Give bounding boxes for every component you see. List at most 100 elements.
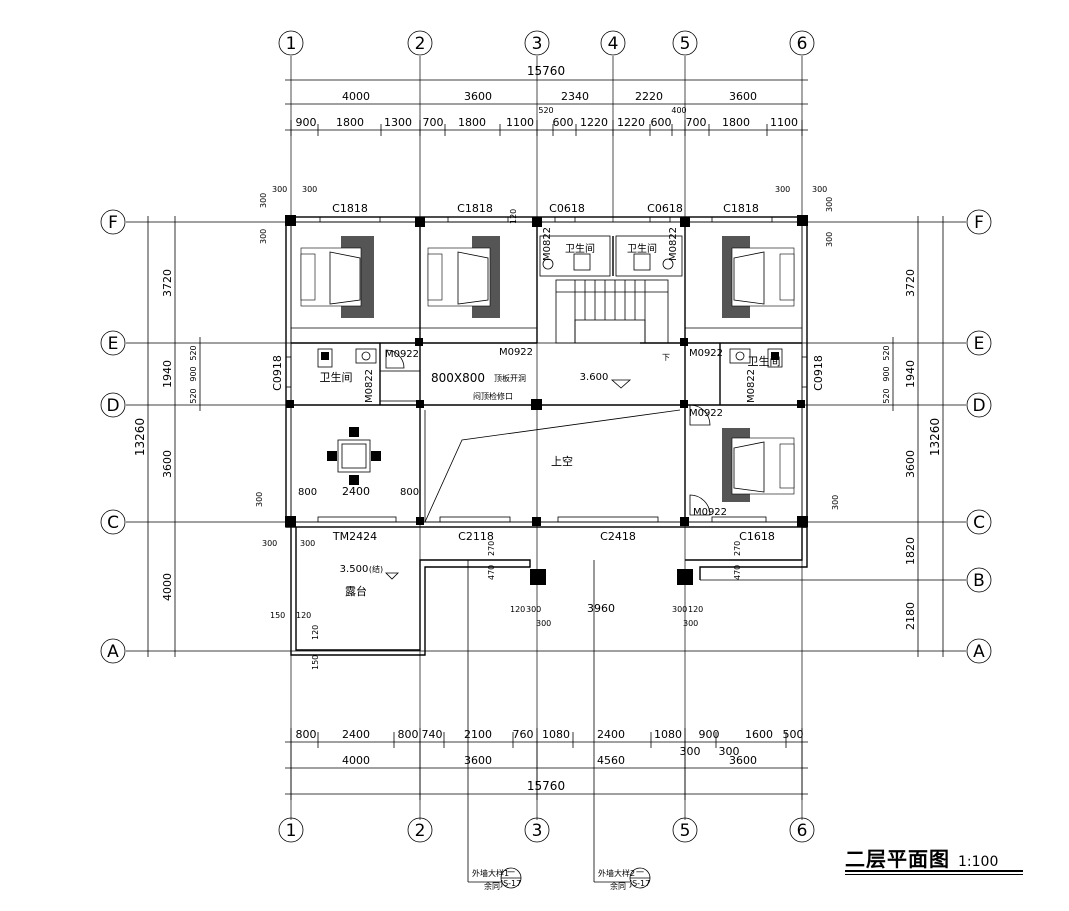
svg-text:520: 520 (882, 345, 891, 360)
top-dimensions: 15760 4000 3600 2340 2220 3600 520 400 9… (285, 64, 808, 136)
svg-text:2400: 2400 (342, 485, 370, 498)
svg-text:1800: 1800 (336, 116, 364, 129)
bed (427, 236, 500, 318)
svg-text:E: E (974, 334, 985, 354)
svg-text:5: 5 (680, 34, 691, 54)
svg-text:300: 300 (302, 185, 317, 194)
stair-direction: 下 (662, 353, 670, 362)
window-symbols (285, 216, 808, 523)
svg-text:1940: 1940 (904, 360, 917, 388)
svg-text:余同: 余同 (610, 881, 626, 891)
axis-bubble: 2 (407, 817, 433, 843)
svg-text:800: 800 (398, 728, 419, 741)
svg-text:E: E (108, 334, 119, 354)
svg-text:300: 300 (775, 185, 790, 194)
svg-text:900: 900 (699, 728, 720, 741)
room-label-terrace: 露台 (345, 584, 367, 598)
svg-text:A: A (973, 642, 985, 662)
svg-text:3600: 3600 (729, 90, 757, 103)
dining-table (327, 427, 381, 485)
svg-text:700: 700 (423, 116, 444, 129)
svg-text:800: 800 (298, 487, 317, 498)
window-label: C1818 (332, 202, 368, 215)
attic-hatch-note: 闷顶检修口 (473, 391, 513, 401)
axis-bubble: C (966, 509, 992, 535)
window-label: C0618 (549, 202, 585, 215)
svg-text:4000: 4000 (342, 90, 370, 103)
svg-text:1: 1 (286, 821, 297, 841)
axis-bubble: A (100, 638, 126, 664)
svg-text:1220: 1220 (580, 116, 608, 129)
sink-fixture (729, 348, 751, 364)
axis-bubble: 3 (524, 30, 550, 56)
door-label: M0822 (668, 227, 679, 261)
axis-bubble: 2 (407, 30, 433, 56)
svg-text:120: 120 (311, 625, 320, 640)
door-label: M0922 (693, 507, 727, 518)
axis-bubble: A (966, 638, 992, 664)
axis-bubble: D (966, 392, 992, 418)
opening-labels: C1818 C1818 C0618 C0618 C1818 C0918 C091… (271, 202, 825, 543)
window-label: C0918 (271, 355, 284, 391)
roof-opening-size: 800X800 (431, 371, 485, 385)
axis-bubble: F (100, 209, 126, 235)
window-label: TM2424 (332, 530, 377, 543)
door-label: M0922 (689, 408, 723, 419)
window-label: C2418 (600, 530, 636, 543)
svg-text:JS-17: JS-17 (500, 879, 522, 888)
svg-text:一: 一 (507, 868, 515, 877)
toilet-fixture (573, 253, 591, 271)
bed-furniture (300, 236, 795, 516)
svg-text:2180: 2180 (904, 602, 917, 630)
svg-text:800: 800 (296, 728, 317, 741)
svg-text:400: 400 (671, 106, 686, 115)
axis-bubble: 3 (524, 817, 550, 843)
svg-text:900: 900 (296, 116, 317, 129)
svg-text:一: 一 (636, 868, 644, 877)
axis-bubble: 1 (278, 817, 304, 843)
window-label: C2118 (458, 530, 494, 543)
axis-bubbles-bottom: 1 2 3 5 6 (278, 817, 815, 843)
axis-bubble: 5 (672, 30, 698, 56)
svg-text:300: 300 (262, 539, 277, 548)
svg-text:4000: 4000 (342, 754, 370, 767)
sink-fixture (355, 348, 377, 364)
svg-text:740: 740 (422, 728, 443, 741)
svg-text:6: 6 (797, 34, 808, 54)
svg-text:1820: 1820 (904, 537, 917, 565)
toilet-fixture (767, 348, 783, 368)
title-underline (845, 870, 1023, 872)
svg-text:4: 4 (608, 34, 619, 54)
svg-text:300: 300 (672, 605, 687, 614)
axis-bubble: D (100, 392, 126, 418)
svg-text:1800: 1800 (458, 116, 486, 129)
svg-text:3600: 3600 (729, 754, 757, 767)
axis-bubble: 6 (789, 30, 815, 56)
roof-opening-note: 顶板开洞 (494, 373, 526, 383)
door-label: M0922 (689, 348, 723, 359)
svg-text:3: 3 (532, 821, 543, 841)
axis-bubbles-right: F E D C B A (966, 209, 992, 664)
door-label: M0922 (385, 349, 419, 360)
room-label-bathroom: 卫生间 (565, 242, 595, 255)
axis-bubble: C (100, 509, 126, 535)
grid-lines (126, 56, 966, 820)
svg-text:2: 2 (415, 34, 426, 54)
svg-text:300: 300 (683, 619, 698, 628)
door-label: M0922 (499, 347, 533, 358)
svg-text:3720: 3720 (904, 269, 917, 297)
terrace-level-note: (结) (369, 564, 383, 574)
axis-bubble: 4 (600, 30, 626, 56)
svg-text:600: 600 (553, 116, 574, 129)
room-label-bathroom: 卫生间 (748, 354, 781, 368)
svg-text:300: 300 (680, 745, 701, 758)
svg-text:F: F (974, 213, 984, 233)
svg-text:120: 120 (688, 605, 703, 614)
room-labels: 卫生间 卫生间 卫生间 卫生间 上空 露台 800X800 顶板开洞 闷顶检修口… (320, 242, 781, 598)
sink-fixture (542, 258, 554, 270)
svg-text:1220: 1220 (617, 116, 645, 129)
window-label: C0618 (647, 202, 683, 215)
svg-text:A: A (107, 642, 119, 662)
toilet-fixture (633, 253, 651, 271)
